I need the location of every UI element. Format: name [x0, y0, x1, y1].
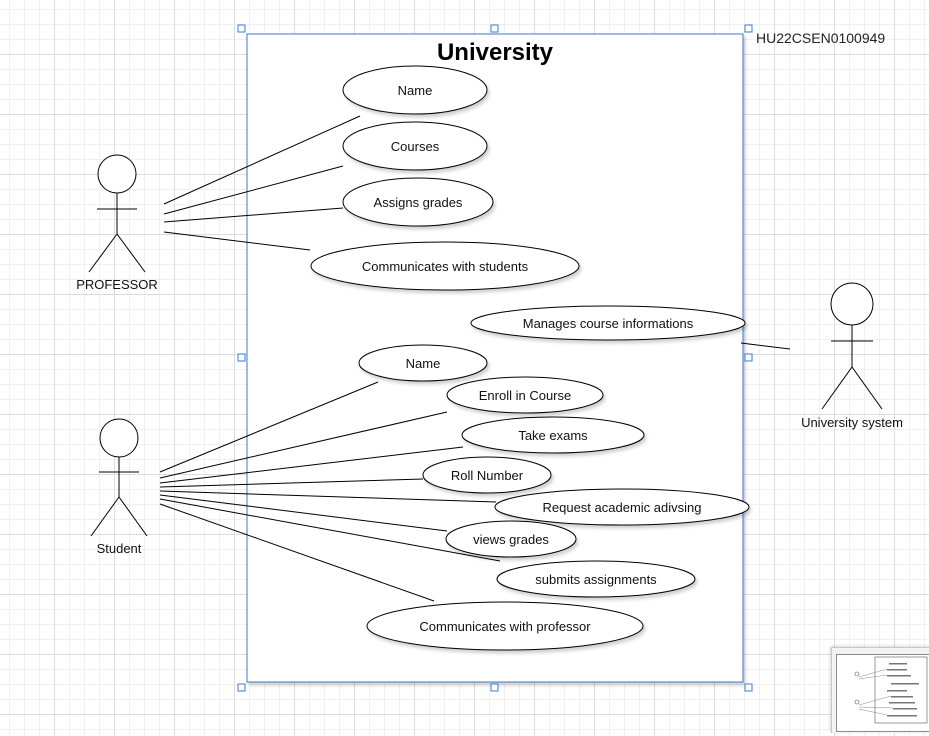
use-case-communicates-with-students[interactable]: Communicates with students — [310, 241, 580, 291]
assoc-student-roll[interactable] — [159, 478, 424, 488]
diagram-id-label: HU22CSEN0100949 — [756, 30, 885, 46]
system-title: University — [437, 39, 554, 66]
use-case-roll-number[interactable]: Roll Number — [422, 456, 552, 494]
actor-head — [97, 154, 137, 194]
use-case-label: Roll Number — [451, 468, 524, 483]
selection-handles[interactable] — [237, 24, 753, 692]
actor-head — [99, 418, 139, 458]
use-case-label: Assigns grades — [374, 195, 463, 210]
resize-handle-right[interactable] — [744, 353, 753, 362]
resize-handle-bottom-left[interactable] — [237, 683, 246, 692]
use-case-professor-name[interactable]: Name — [342, 65, 488, 115]
use-case-label: Request academic adivsing — [543, 500, 702, 515]
use-case-label: Courses — [391, 139, 440, 154]
actor-head — [830, 282, 874, 326]
use-case-views-grades[interactable]: views grades — [445, 520, 577, 558]
use-case-student-name[interactable]: Name — [358, 344, 488, 382]
use-case-label: Take exams — [518, 428, 588, 443]
assoc-professor-name[interactable] — [163, 115, 361, 205]
use-case-enroll-in-course[interactable]: Enroll in Course — [446, 376, 604, 414]
use-case-label: Name — [398, 83, 433, 98]
outline-minimap[interactable] — [831, 647, 929, 733]
resize-handle-bottom[interactable] — [490, 683, 499, 692]
actor-label-student: Student — [97, 541, 142, 556]
resize-handle-top[interactable] — [490, 24, 499, 33]
use-case-label: submits assignments — [535, 572, 657, 587]
use-case-assigns-grades[interactable]: Assigns grades — [342, 177, 494, 227]
assoc-professor-grades[interactable] — [163, 207, 344, 223]
assoc-student-advising[interactable] — [159, 490, 497, 503]
associations — [159, 115, 791, 602]
assoc-professor-courses[interactable] — [163, 165, 344, 215]
use-case-label: views grades — [473, 532, 549, 547]
assoc-student-enroll[interactable] — [159, 411, 448, 479]
assoc-student-grades[interactable] — [159, 494, 448, 532]
assoc-student-name[interactable] — [159, 381, 379, 473]
resize-handle-top-left[interactable] — [237, 24, 246, 33]
use-case-manages-course-informations[interactable]: Manages course informations — [470, 305, 746, 341]
minimap-preview — [854, 656, 928, 724]
actor-label-university-system: University system — [801, 415, 903, 430]
assoc-student-communicates[interactable] — [159, 503, 435, 602]
use-case-communicates-with-professor[interactable]: Communicates with professor — [366, 601, 644, 651]
actor-professor[interactable] — [88, 154, 146, 273]
resize-handle-bottom-right[interactable] — [744, 683, 753, 692]
actor-student[interactable] — [90, 418, 148, 537]
actor-university-system[interactable] — [821, 282, 883, 410]
use-case-label: Communicates with professor — [419, 619, 591, 634]
use-case-request-academic-advising[interactable]: Request academic adivsing — [494, 488, 750, 526]
use-case-label: Communicates with students — [362, 259, 529, 274]
use-case-take-exams[interactable]: Take exams — [461, 416, 645, 454]
use-case-label: Enroll in Course — [479, 388, 572, 403]
resize-handle-left[interactable] — [237, 353, 246, 362]
assoc-student-assignments[interactable] — [159, 498, 501, 562]
system-boundary[interactable]: University — [246, 33, 744, 683]
use-case-submits-assignments[interactable]: submits assignments — [496, 560, 696, 598]
minimap-viewport[interactable] — [836, 654, 929, 732]
use-case-label: Manages course informations — [523, 316, 694, 331]
use-case-label: Name — [406, 356, 441, 371]
actor-label-professor: PROFESSOR — [76, 277, 158, 292]
resize-handle-top-right[interactable] — [744, 24, 753, 33]
use-case-courses[interactable]: Courses — [342, 121, 488, 171]
assoc-student-exams[interactable] — [159, 446, 464, 484]
assoc-system-manages[interactable] — [740, 342, 791, 350]
assoc-professor-communicates[interactable] — [163, 231, 311, 251]
